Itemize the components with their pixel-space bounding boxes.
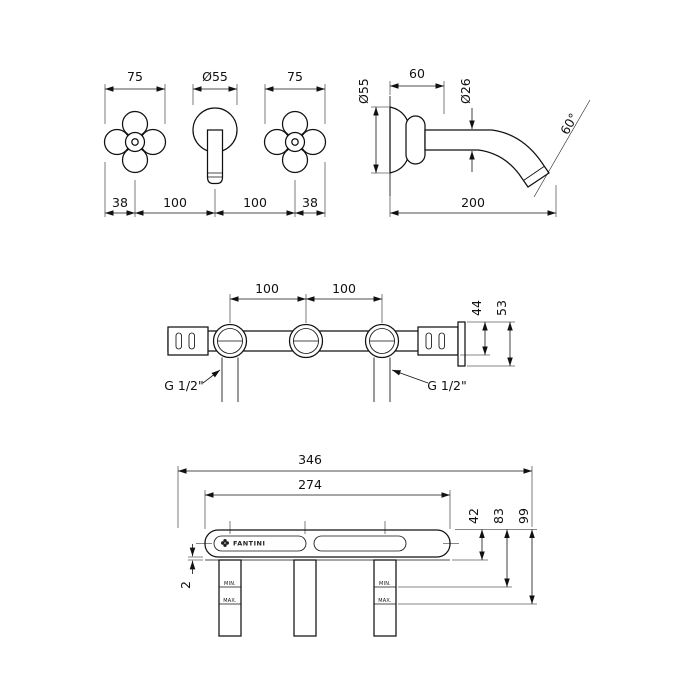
bracket-right-plate bbox=[417, 326, 459, 356]
plan-view: FANTINI MIN. MAX. MIN. MAX. bbox=[177, 452, 537, 637]
spout-front bbox=[192, 107, 238, 185]
max-label-right: MAX. bbox=[378, 598, 392, 604]
front-view: 75 Ø55 75 38 100 100 38 bbox=[103, 69, 327, 217]
thread-label-left: G 1/2" bbox=[164, 378, 204, 393]
right-handle-icon bbox=[263, 110, 327, 174]
dim-chain-100-left: 100 bbox=[163, 195, 187, 210]
bracket-view: 100 100 44 53 G 1/2" G 1/2" bbox=[164, 281, 515, 402]
thread-label-right: G 1/2" bbox=[427, 378, 467, 393]
plan-cover-right bbox=[313, 535, 407, 552]
bracket-pipes bbox=[221, 357, 391, 402]
spout-tube bbox=[424, 129, 550, 188]
dim-chain-38-right: 38 bbox=[302, 195, 318, 210]
spout-body bbox=[405, 115, 426, 165]
spout-tip-line bbox=[523, 166, 545, 181]
plan-centerline-ticks bbox=[196, 521, 459, 544]
min-label-right: MIN. bbox=[379, 581, 391, 587]
min-label-left: MIN. bbox=[224, 581, 236, 587]
dim-height-outer: 53 bbox=[494, 300, 509, 316]
dim-depth-max: 99 bbox=[516, 508, 531, 524]
dim-spout-dia: Ø26 bbox=[458, 78, 473, 104]
dim-body-depth: 60 bbox=[409, 66, 425, 81]
dim-spout-reach: 200 bbox=[461, 195, 485, 210]
side-dimension-lines bbox=[373, 83, 556, 216]
dim-height-inner: 44 bbox=[469, 300, 484, 316]
fantini-flower-icon bbox=[221, 539, 229, 547]
dim-depth-front: 42 bbox=[466, 508, 481, 524]
dim-handle-width-right: 75 bbox=[287, 69, 303, 84]
dim-chain-38-left: 38 bbox=[112, 195, 128, 210]
front-dimension-lines bbox=[105, 86, 325, 216]
dim-spout-flange-dia: Ø55 bbox=[202, 69, 228, 84]
plan-cover-left bbox=[213, 535, 307, 552]
dim-depth-min: 83 bbox=[491, 508, 506, 524]
dim-plate-thickness: 2 bbox=[178, 581, 193, 589]
bracket-bosses bbox=[212, 323, 400, 359]
dim-overall-width: 346 bbox=[298, 452, 322, 467]
side-extension-lines bbox=[371, 81, 557, 217]
dim-pitch-right: 100 bbox=[332, 281, 356, 296]
dim-flange-dia: Ø55 bbox=[356, 78, 371, 104]
dim-plate-width: 274 bbox=[298, 477, 322, 492]
front-extension-lines bbox=[104, 84, 326, 217]
left-handle-icon bbox=[103, 110, 167, 174]
dim-spout-angle: 60° bbox=[557, 110, 581, 137]
angle-construction-line bbox=[533, 99, 591, 198]
bracket-slots bbox=[175, 332, 445, 350]
dim-chain-100-right: 100 bbox=[243, 195, 267, 210]
plan-extension-lines bbox=[177, 466, 537, 605]
bracket-dimension-lines bbox=[202, 296, 513, 384]
side-view: 60 Ø55 Ø26 60° 200 bbox=[356, 66, 591, 217]
max-label-left: MAX. bbox=[223, 598, 237, 604]
brand-label: FANTINI bbox=[233, 540, 265, 548]
dim-pitch-left: 100 bbox=[255, 281, 279, 296]
bracket-left-plate bbox=[167, 326, 209, 356]
plan-pipes bbox=[218, 559, 397, 637]
plan-dimension-lines bbox=[178, 468, 535, 604]
dim-handle-width-left: 75 bbox=[127, 69, 143, 84]
bracket-right-tab bbox=[457, 321, 466, 367]
